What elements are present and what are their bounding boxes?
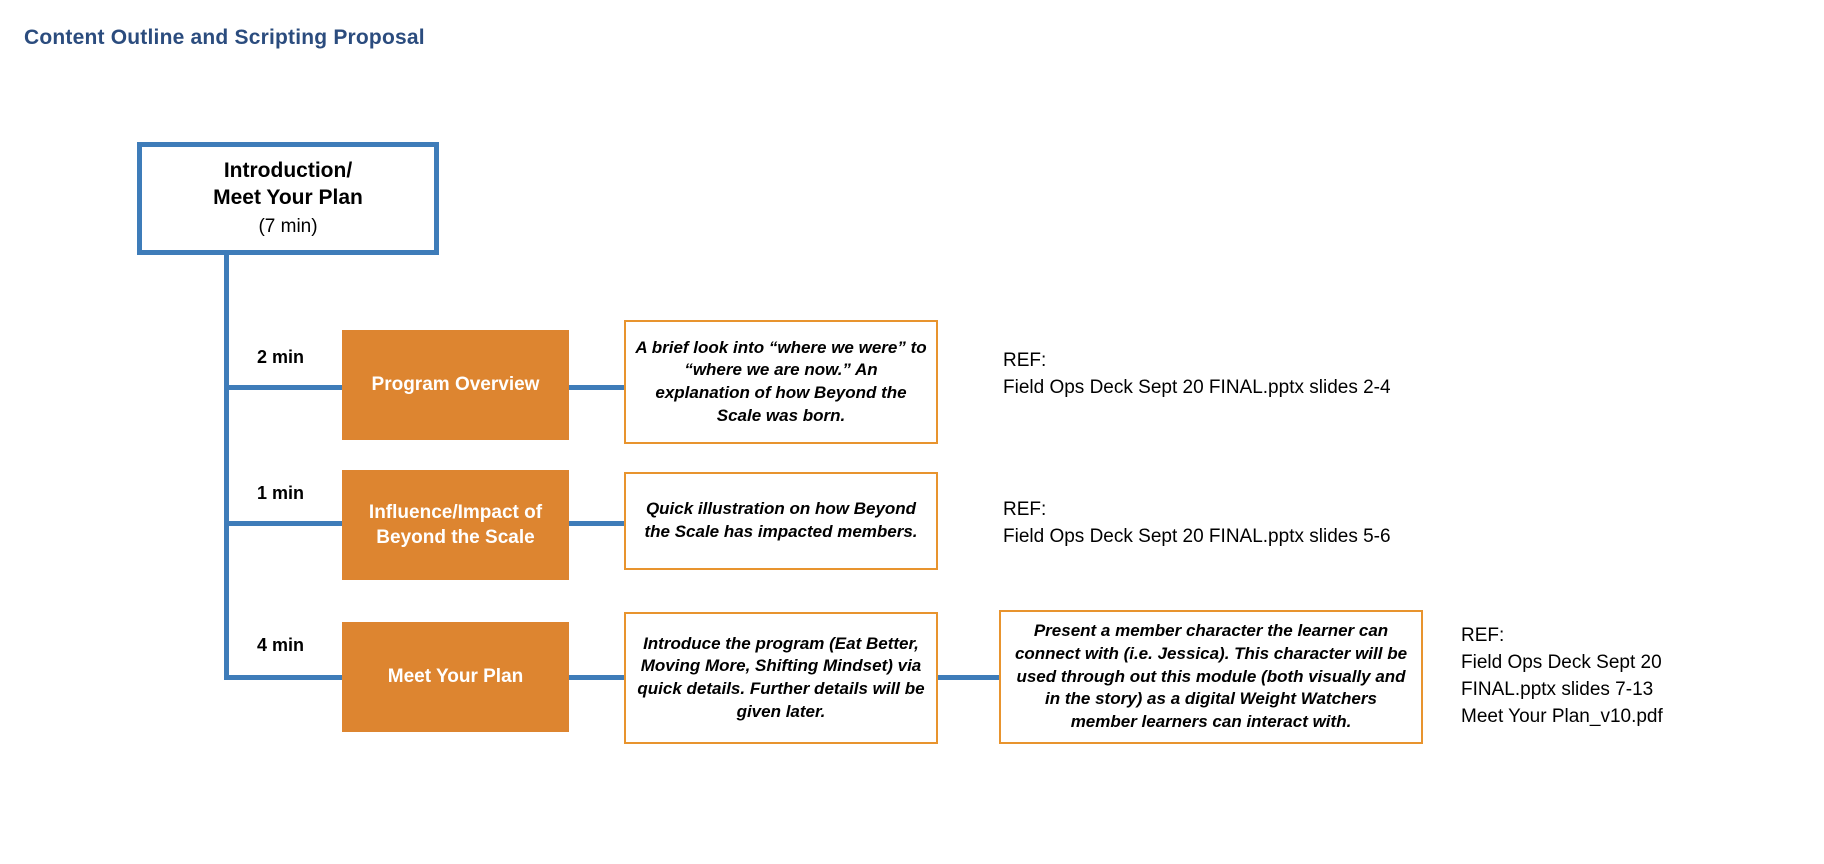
connector-stage-to-desc-2 xyxy=(567,521,625,526)
detail-box-row-3[interactable]: Present a member character the learner c… xyxy=(999,610,1423,744)
connector-branch-2 xyxy=(224,521,342,526)
connector-stage-to-desc-1 xyxy=(567,385,625,390)
stage-box-meet-your-plan[interactable]: Meet Your Plan xyxy=(342,622,569,732)
page-title: Content Outline and Scripting Proposal xyxy=(24,26,425,49)
time-label-row-2: 1 min xyxy=(257,483,305,503)
time-label-row-1: 2 min xyxy=(257,347,305,367)
reference-text-row-2: REF: Field Ops Deck Sept 20 FINAL.pptx s… xyxy=(1003,499,1391,547)
time-label-row-3: 4 min xyxy=(257,635,305,655)
connector-trunk-vertical xyxy=(224,255,229,680)
connector-branch-1 xyxy=(224,385,342,390)
description-box-row-2[interactable]: Quick illustration on how Beyond the Sca… xyxy=(624,472,938,570)
connector-branch-3 xyxy=(224,675,342,680)
root-node-duration: (7 min) xyxy=(258,215,318,237)
stage-box-program-overview[interactable]: Program Overview xyxy=(342,330,569,440)
root-node-introduction[interactable]: Introduction/ Meet Your Plan (7 min) xyxy=(137,142,439,255)
description-box-row-1[interactable]: A brief look into “where we were” to “wh… xyxy=(624,320,938,444)
reference-text-row-3: REF: Field Ops Deck Sept 20 FINAL.pptx s… xyxy=(1461,625,1663,727)
connector-stage-to-desc-3 xyxy=(567,675,625,680)
description-box-row-3[interactable]: Introduce the program (Eat Better, Movin… xyxy=(624,612,938,744)
stage-box-influence-impact[interactable]: Influence/Impact of Beyond the Scale xyxy=(342,470,569,580)
root-node-line2: Meet Your Plan xyxy=(213,185,363,209)
root-node-line1: Introduction/ xyxy=(223,158,353,182)
reference-text-row-1: REF: Field Ops Deck Sept 20 FINAL.pptx s… xyxy=(1003,350,1391,398)
connector-desc-to-detail-3 xyxy=(937,675,999,680)
